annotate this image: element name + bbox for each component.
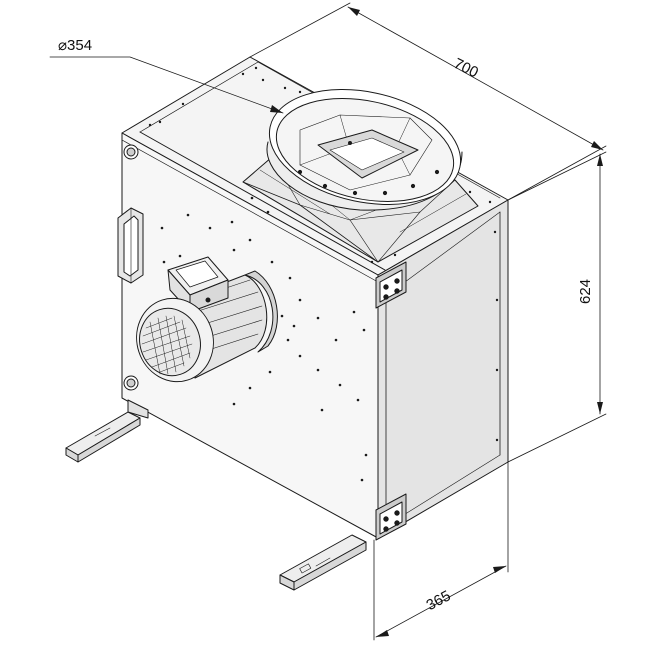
height-extension-bottom (507, 413, 607, 463)
duct-collar (242, 89, 479, 263)
mount-bracket-right (279, 534, 367, 591)
motor (136, 256, 278, 383)
width-extension-left (249, 2, 351, 58)
diameter-leader (49, 56, 284, 114)
width-extension-right (507, 145, 607, 201)
diameter-label: ⌀354 (58, 37, 93, 54)
front-frame-rim (139, 131, 386, 271)
panel-screws (123, 144, 139, 391)
door-handle (117, 207, 144, 284)
height-extension-top (507, 151, 607, 201)
fan-guard-grille (141, 315, 193, 375)
mount-bracket-left (65, 399, 149, 463)
hinge-bottom (375, 493, 407, 541)
front-panel-holes (148, 66, 499, 482)
width-dimension-line (347, 6, 604, 151)
hinge-top (375, 261, 407, 309)
depth-dimension-line (375, 565, 507, 638)
height-label: 624 (577, 278, 594, 304)
dimension-lines (49, 2, 607, 641)
